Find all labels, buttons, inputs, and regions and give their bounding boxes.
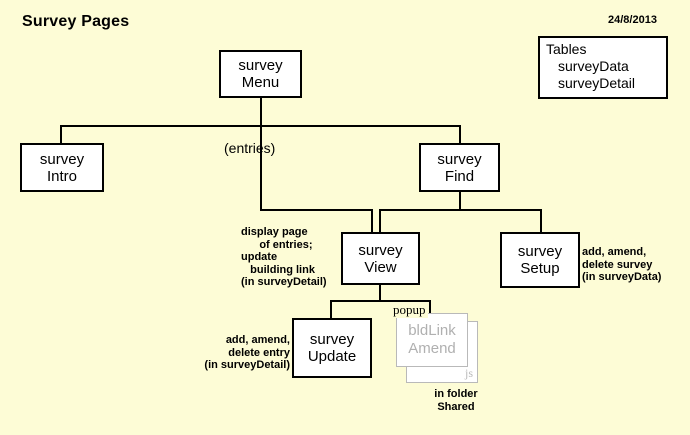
node-survey-view-line2: View [364, 258, 397, 276]
connector-entries-to-view [260, 209, 372, 211]
node-survey-setup-line2: Setup [520, 260, 560, 277]
connector-bus-to-find [459, 125, 461, 144]
page-title: Survey Pages [22, 13, 130, 30]
connector-menu-down [260, 97, 262, 126]
node-survey-view-line1: survey [358, 241, 403, 259]
tables-box: Tables surveyData surveyDetail [538, 36, 668, 99]
node-survey-intro[interactable]: survey Intro [20, 143, 104, 192]
date-label: 24/8/2013 [608, 14, 657, 26]
label-entries: (entries) [224, 140, 276, 156]
node-survey-menu-line1: survey [238, 57, 283, 74]
note-survey-view: display page of entries; update building… [241, 226, 327, 288]
note-survey-update: add, amend, delete entry (in surveyDetai… [204, 334, 290, 371]
connector-bus-entries [260, 125, 262, 210]
node-survey-view[interactable]: survey View [341, 232, 420, 285]
note-survey-setup: add, amend, delete survey (in surveyData… [582, 246, 662, 283]
node-survey-update-line2: Update [307, 348, 357, 365]
tables-heading: Tables [546, 41, 587, 57]
node-bldlink-amend[interactable]: js bldLink Amend [396, 313, 480, 385]
node-survey-setup-line1: survey [517, 243, 563, 260]
node-survey-update-line1: survey [309, 331, 355, 348]
node-survey-setup[interactable]: survey Setup [500, 232, 580, 288]
node-survey-find-line2: Find [444, 167, 475, 185]
connector-bus-to-intro [60, 125, 62, 144]
node-survey-menu[interactable]: survey Menu [219, 50, 302, 98]
connector-find-bus [379, 209, 541, 211]
node-survey-intro-line2: Intro [46, 167, 77, 185]
connector-view-to-update [330, 300, 332, 318]
label-popup: popup [391, 302, 428, 318]
tables-item-surveydata: surveyData [558, 58, 629, 74]
connector-find-to-view [379, 209, 381, 233]
connector-find-to-setup [540, 209, 542, 233]
connector-find-down [459, 192, 461, 210]
node-bldlink-amend-line2: Amend [408, 340, 456, 357]
node-bldlink-amend-line1: bldLink [408, 322, 456, 339]
connector-view-to-popup [429, 300, 431, 314]
node-survey-menu-line2: Menu [241, 74, 280, 91]
note-in-folder-shared: in folder Shared [434, 388, 478, 413]
node-bldlink-amend-front-page[interactable]: bldLink Amend [396, 313, 468, 367]
tables-item-surveydetail: surveyDetail [558, 75, 636, 91]
connector-entries-drop [371, 209, 373, 233]
connector-view-bus [330, 300, 431, 302]
node-survey-intro-line1: survey [39, 150, 85, 168]
node-survey-find[interactable]: survey Find [419, 143, 500, 192]
node-survey-find-line1: survey [437, 150, 482, 168]
node-bldlink-amend-js-label: js [464, 366, 473, 380]
node-survey-update[interactable]: survey Update [292, 318, 372, 378]
connector-view-down [379, 285, 381, 301]
